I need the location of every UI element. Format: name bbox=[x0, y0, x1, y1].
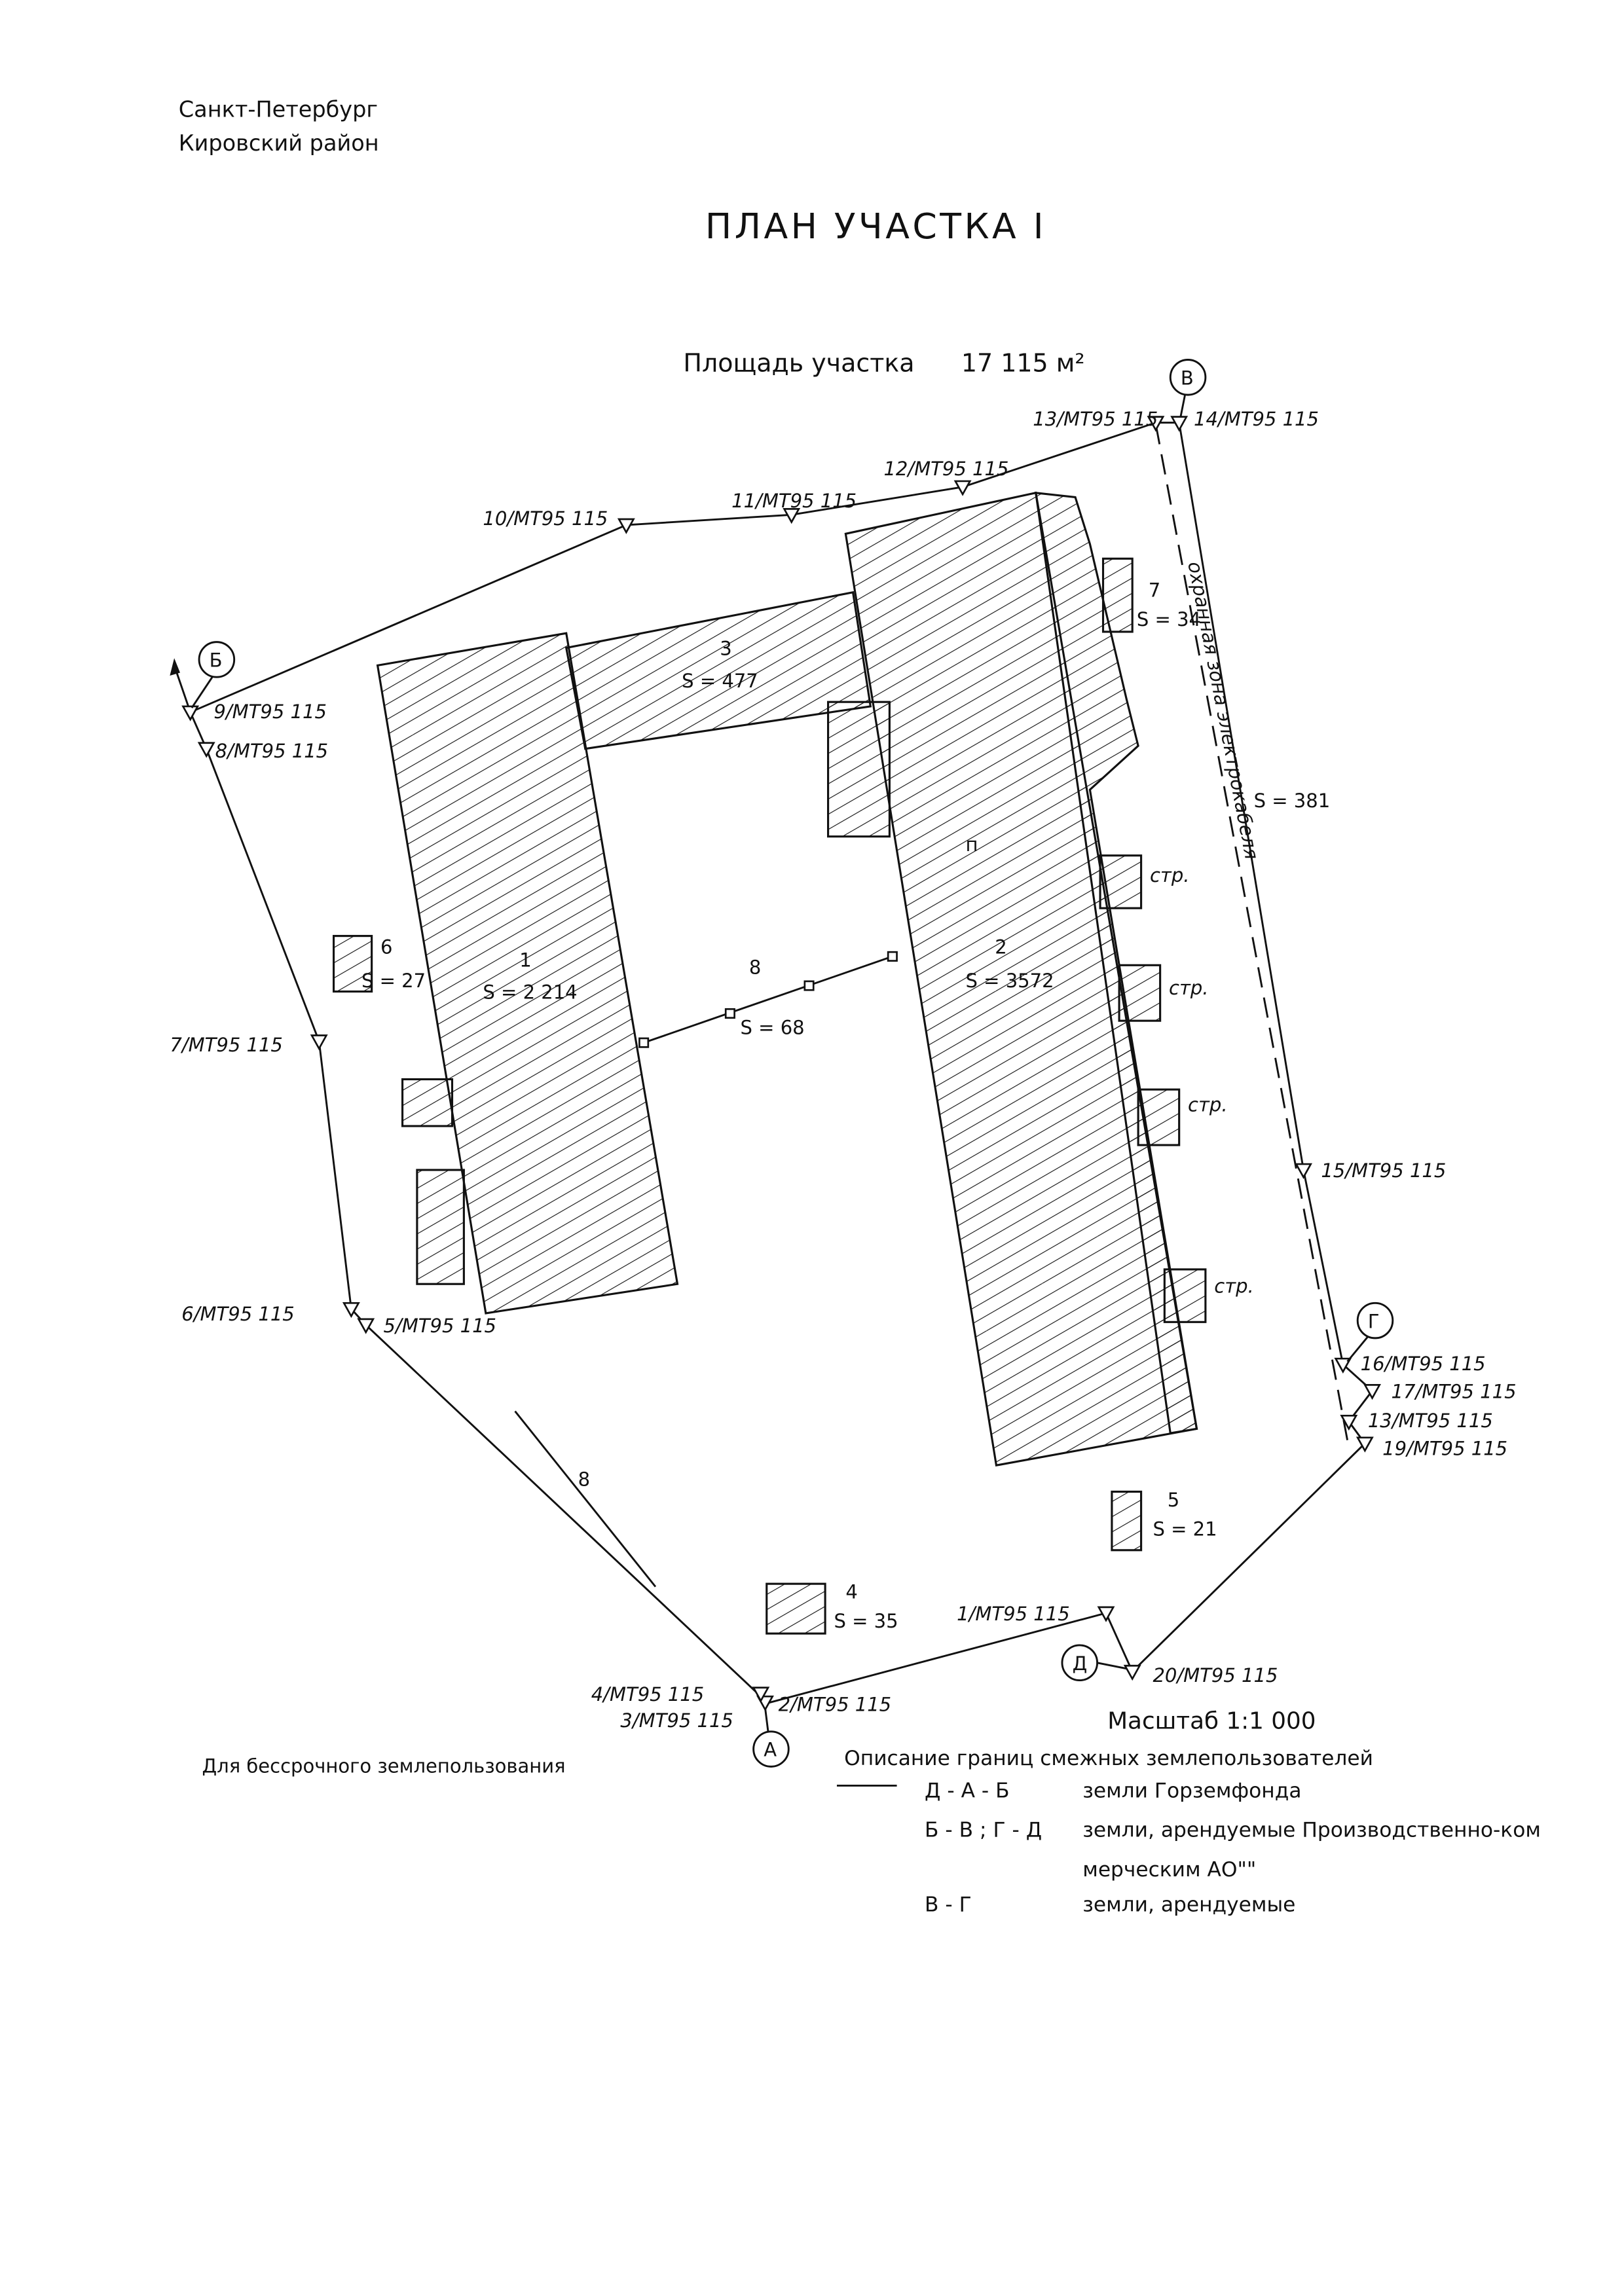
map-label: 5 bbox=[1168, 1489, 1179, 1511]
map-label: стр. bbox=[1169, 977, 1209, 999]
map-label: 3 bbox=[720, 638, 731, 660]
map-label: 20/МТ95 115 bbox=[1153, 1664, 1278, 1686]
map-label: S = 477 bbox=[682, 670, 758, 692]
map-label: В - Г bbox=[925, 1893, 972, 1917]
map-label: 5/МТ95 115 bbox=[384, 1315, 497, 1337]
page-title: ПЛАН УЧАСТКА I bbox=[705, 206, 1046, 247]
map-label: В bbox=[1181, 367, 1194, 389]
map-label: 16/МТ95 115 bbox=[1361, 1353, 1486, 1375]
map-label: 8 bbox=[749, 957, 761, 979]
annex-structures: стр. стр. стр. стр. bbox=[1099, 854, 1254, 1323]
map-label: S = 3572 bbox=[966, 970, 1054, 992]
line-8-label: 8 bbox=[578, 1468, 590, 1490]
survey-markers bbox=[181, 416, 1381, 1712]
map-label: 7/МТ95 115 bbox=[170, 1034, 283, 1056]
map-label: 9/МТ95 115 bbox=[213, 701, 327, 723]
map-label: 6/МТ95 115 bbox=[181, 1303, 295, 1325]
building-6: 6 S = 27 bbox=[332, 935, 426, 993]
cable-zone-area: S = 381 bbox=[1254, 790, 1331, 812]
area-value: 17 115 м² bbox=[961, 348, 1085, 377]
corner-v: В bbox=[1169, 359, 1207, 417]
building-3: 3 S = 477 bbox=[564, 591, 872, 750]
map-label: 14/МТ95 115 bbox=[1194, 408, 1319, 430]
structure-8-line: 8 S = 68 bbox=[638, 951, 898, 1048]
map-label: S = 35 bbox=[834, 1610, 898, 1632]
map-label: 13/МТ95 115 bbox=[1033, 408, 1158, 430]
map-label: S = 2 214 bbox=[483, 981, 577, 1004]
map-label: 6 bbox=[380, 936, 392, 958]
map-label: 7 bbox=[1149, 579, 1160, 601]
map-label: S = 27 bbox=[361, 970, 426, 992]
map-label: 2/МТ95 115 bbox=[779, 1693, 892, 1715]
map-label: 4/МТ95 115 bbox=[591, 1683, 705, 1705]
map-label: S = 68 bbox=[741, 1016, 805, 1038]
map-label: Описание границ смежных землепользовател… bbox=[844, 1747, 1373, 1770]
map-label: 8/МТ95 115 bbox=[215, 740, 329, 762]
map-label: земли, арендуемые bbox=[1082, 1893, 1295, 1917]
corner-b: Б bbox=[191, 641, 236, 708]
map-label: земли, арендуемые Производственно-ком bbox=[1082, 1819, 1541, 1842]
map-label: 1 bbox=[519, 949, 531, 972]
building-1: 1 S = 2 214 bbox=[376, 632, 679, 1315]
map-label: стр. bbox=[1214, 1275, 1254, 1298]
map-label: S = 34 bbox=[1137, 608, 1201, 630]
map-label: 11/МТ95 115 bbox=[731, 490, 857, 512]
map-label: Б - В ; Г - Д bbox=[925, 1819, 1042, 1842]
map-label: Д - А - Б bbox=[925, 1779, 1010, 1802]
map-label: S = 21 bbox=[1153, 1518, 1217, 1540]
cable-zone-line bbox=[1154, 424, 1350, 1448]
map-label: 3/МТ95 115 bbox=[620, 1709, 733, 1732]
building-2: п 2 S = 3572 bbox=[827, 491, 1198, 1467]
map-label: стр. bbox=[1188, 1094, 1228, 1116]
map-label: 4 bbox=[845, 1580, 857, 1603]
corner-g: Г bbox=[1346, 1302, 1394, 1362]
map-label: стр. bbox=[1150, 864, 1190, 886]
legend: Описание границ смежных землепользовател… bbox=[836, 1747, 1541, 1917]
map-label: 1/МТ95 115 bbox=[957, 1603, 1070, 1625]
cable-zone-label: охранная зона электрокабеля bbox=[1183, 560, 1263, 862]
corner-d: Д bbox=[1061, 1644, 1127, 1682]
city-label: Санкт-Петербург bbox=[179, 97, 378, 122]
map-label: Г bbox=[1368, 1310, 1380, 1332]
corner-a: А bbox=[752, 1707, 790, 1768]
map-label: А bbox=[764, 1739, 777, 1761]
map-label: 10/МТ95 115 bbox=[483, 507, 608, 530]
map-label: 2 bbox=[995, 936, 1006, 958]
map-label: 19/МТ95 115 bbox=[1382, 1438, 1507, 1460]
area-label: Площадь участка bbox=[683, 348, 914, 377]
map-label: 12/МТ95 115 bbox=[883, 458, 1008, 480]
map-label: мерческим АО"" bbox=[1082, 1858, 1256, 1882]
scale-label: Масштаб 1:1 000 bbox=[1107, 1707, 1316, 1734]
building-5: 5 S = 21 bbox=[1111, 1489, 1217, 1552]
map-label: Д bbox=[1073, 1652, 1088, 1675]
map-label: 15/МТ95 115 bbox=[1321, 1159, 1446, 1182]
map-label: 13/МТ95 115 bbox=[1368, 1410, 1493, 1432]
usage-label: Для бессрочного землепользования bbox=[202, 1755, 566, 1777]
map-label: Б bbox=[210, 649, 223, 672]
map-label: 17/МТ95 115 bbox=[1392, 1380, 1517, 1402]
map-label: земли Горземфонда bbox=[1082, 1779, 1301, 1802]
district-label: Кировский район bbox=[179, 130, 379, 156]
building-4: 4 S = 35 bbox=[766, 1580, 898, 1635]
building-7: 7 S = 34 bbox=[1101, 557, 1201, 633]
map-label: п bbox=[966, 833, 978, 856]
